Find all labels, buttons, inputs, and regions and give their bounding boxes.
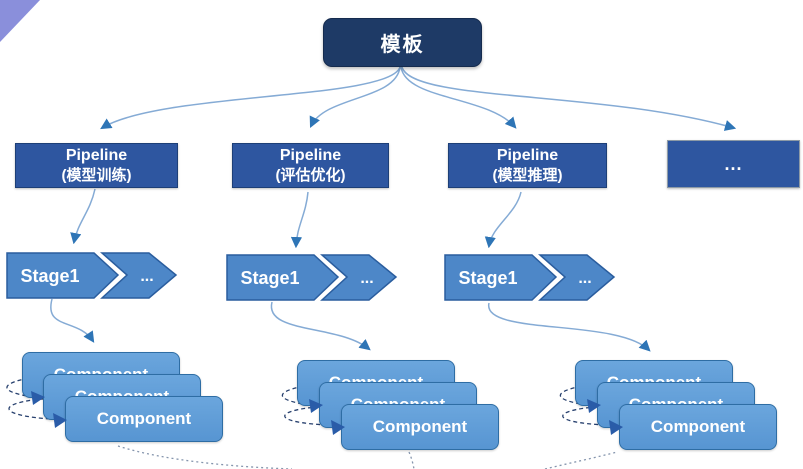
- stage-more-chevron: [100, 252, 178, 299]
- component-card: Component: [619, 404, 777, 450]
- component-card: Component: [341, 404, 499, 450]
- pipeline-node-training: Pipeline (模型训练): [15, 143, 178, 188]
- arrow-root-pipeline-4: [401, 66, 737, 131]
- stage-label: Stage1: [240, 268, 299, 288]
- arrow-pipeline3-stage3: [484, 191, 522, 249]
- arrow-root-pipeline-3: [400, 66, 517, 129]
- stage-shape-1: Stage1 ...: [6, 252, 178, 299]
- pipeline-node-evaluation: Pipeline (评估优化): [232, 143, 389, 188]
- corner-accent-triangle: [0, 0, 40, 42]
- arrow-stage1-components: [50, 298, 95, 343]
- stage-pentagon: [226, 254, 340, 301]
- dotted-link-stack1: [117, 445, 293, 469]
- pipeline-ellipsis-label: ...: [724, 154, 743, 174]
- arrow-root-pipeline-2: [309, 66, 401, 129]
- component-card: Component: [65, 396, 223, 442]
- stage-ellipsis: ...: [140, 268, 153, 285]
- pipeline-node-inference: Pipeline (模型推理): [448, 143, 607, 188]
- stage-more-chevron: [538, 254, 616, 301]
- arrow-pipeline1-stage1: [70, 188, 96, 245]
- stage-pentagon: [6, 252, 120, 299]
- root-node-template: 模板: [323, 18, 482, 67]
- pipeline-node-more: ...: [667, 140, 800, 188]
- root-label: 模板: [380, 34, 425, 56]
- arrow-stage3-components: [488, 302, 651, 352]
- stage-more-chevron: [320, 254, 398, 301]
- arrow-stage2-components: [270, 301, 371, 351]
- stage-label: Stage1: [20, 266, 79, 286]
- pipeline-sublabel: (模型训练): [61, 166, 132, 184]
- stage-label: Stage1: [458, 268, 517, 288]
- pipeline-sublabel: (模型推理): [492, 166, 563, 184]
- dotted-link-stack3: [544, 451, 618, 469]
- stage-ellipsis: ...: [578, 270, 591, 287]
- stage-ellipsis: ...: [360, 270, 373, 287]
- stage-shape-3: Stage1 ...: [444, 254, 616, 301]
- arrow-pipeline2-stage2: [290, 191, 309, 249]
- pipeline-label: Pipeline: [279, 146, 342, 164]
- stage-shape-2: Stage1 ...: [226, 254, 398, 301]
- pipeline-label: Pipeline: [65, 146, 128, 164]
- pipeline-sublabel: (评估优化): [275, 166, 346, 184]
- dotted-link-stack2: [408, 451, 415, 469]
- stage-pentagon: [444, 254, 558, 301]
- arrow-root-pipeline-1: [100, 66, 401, 130]
- pipeline-label: Pipeline: [496, 146, 559, 164]
